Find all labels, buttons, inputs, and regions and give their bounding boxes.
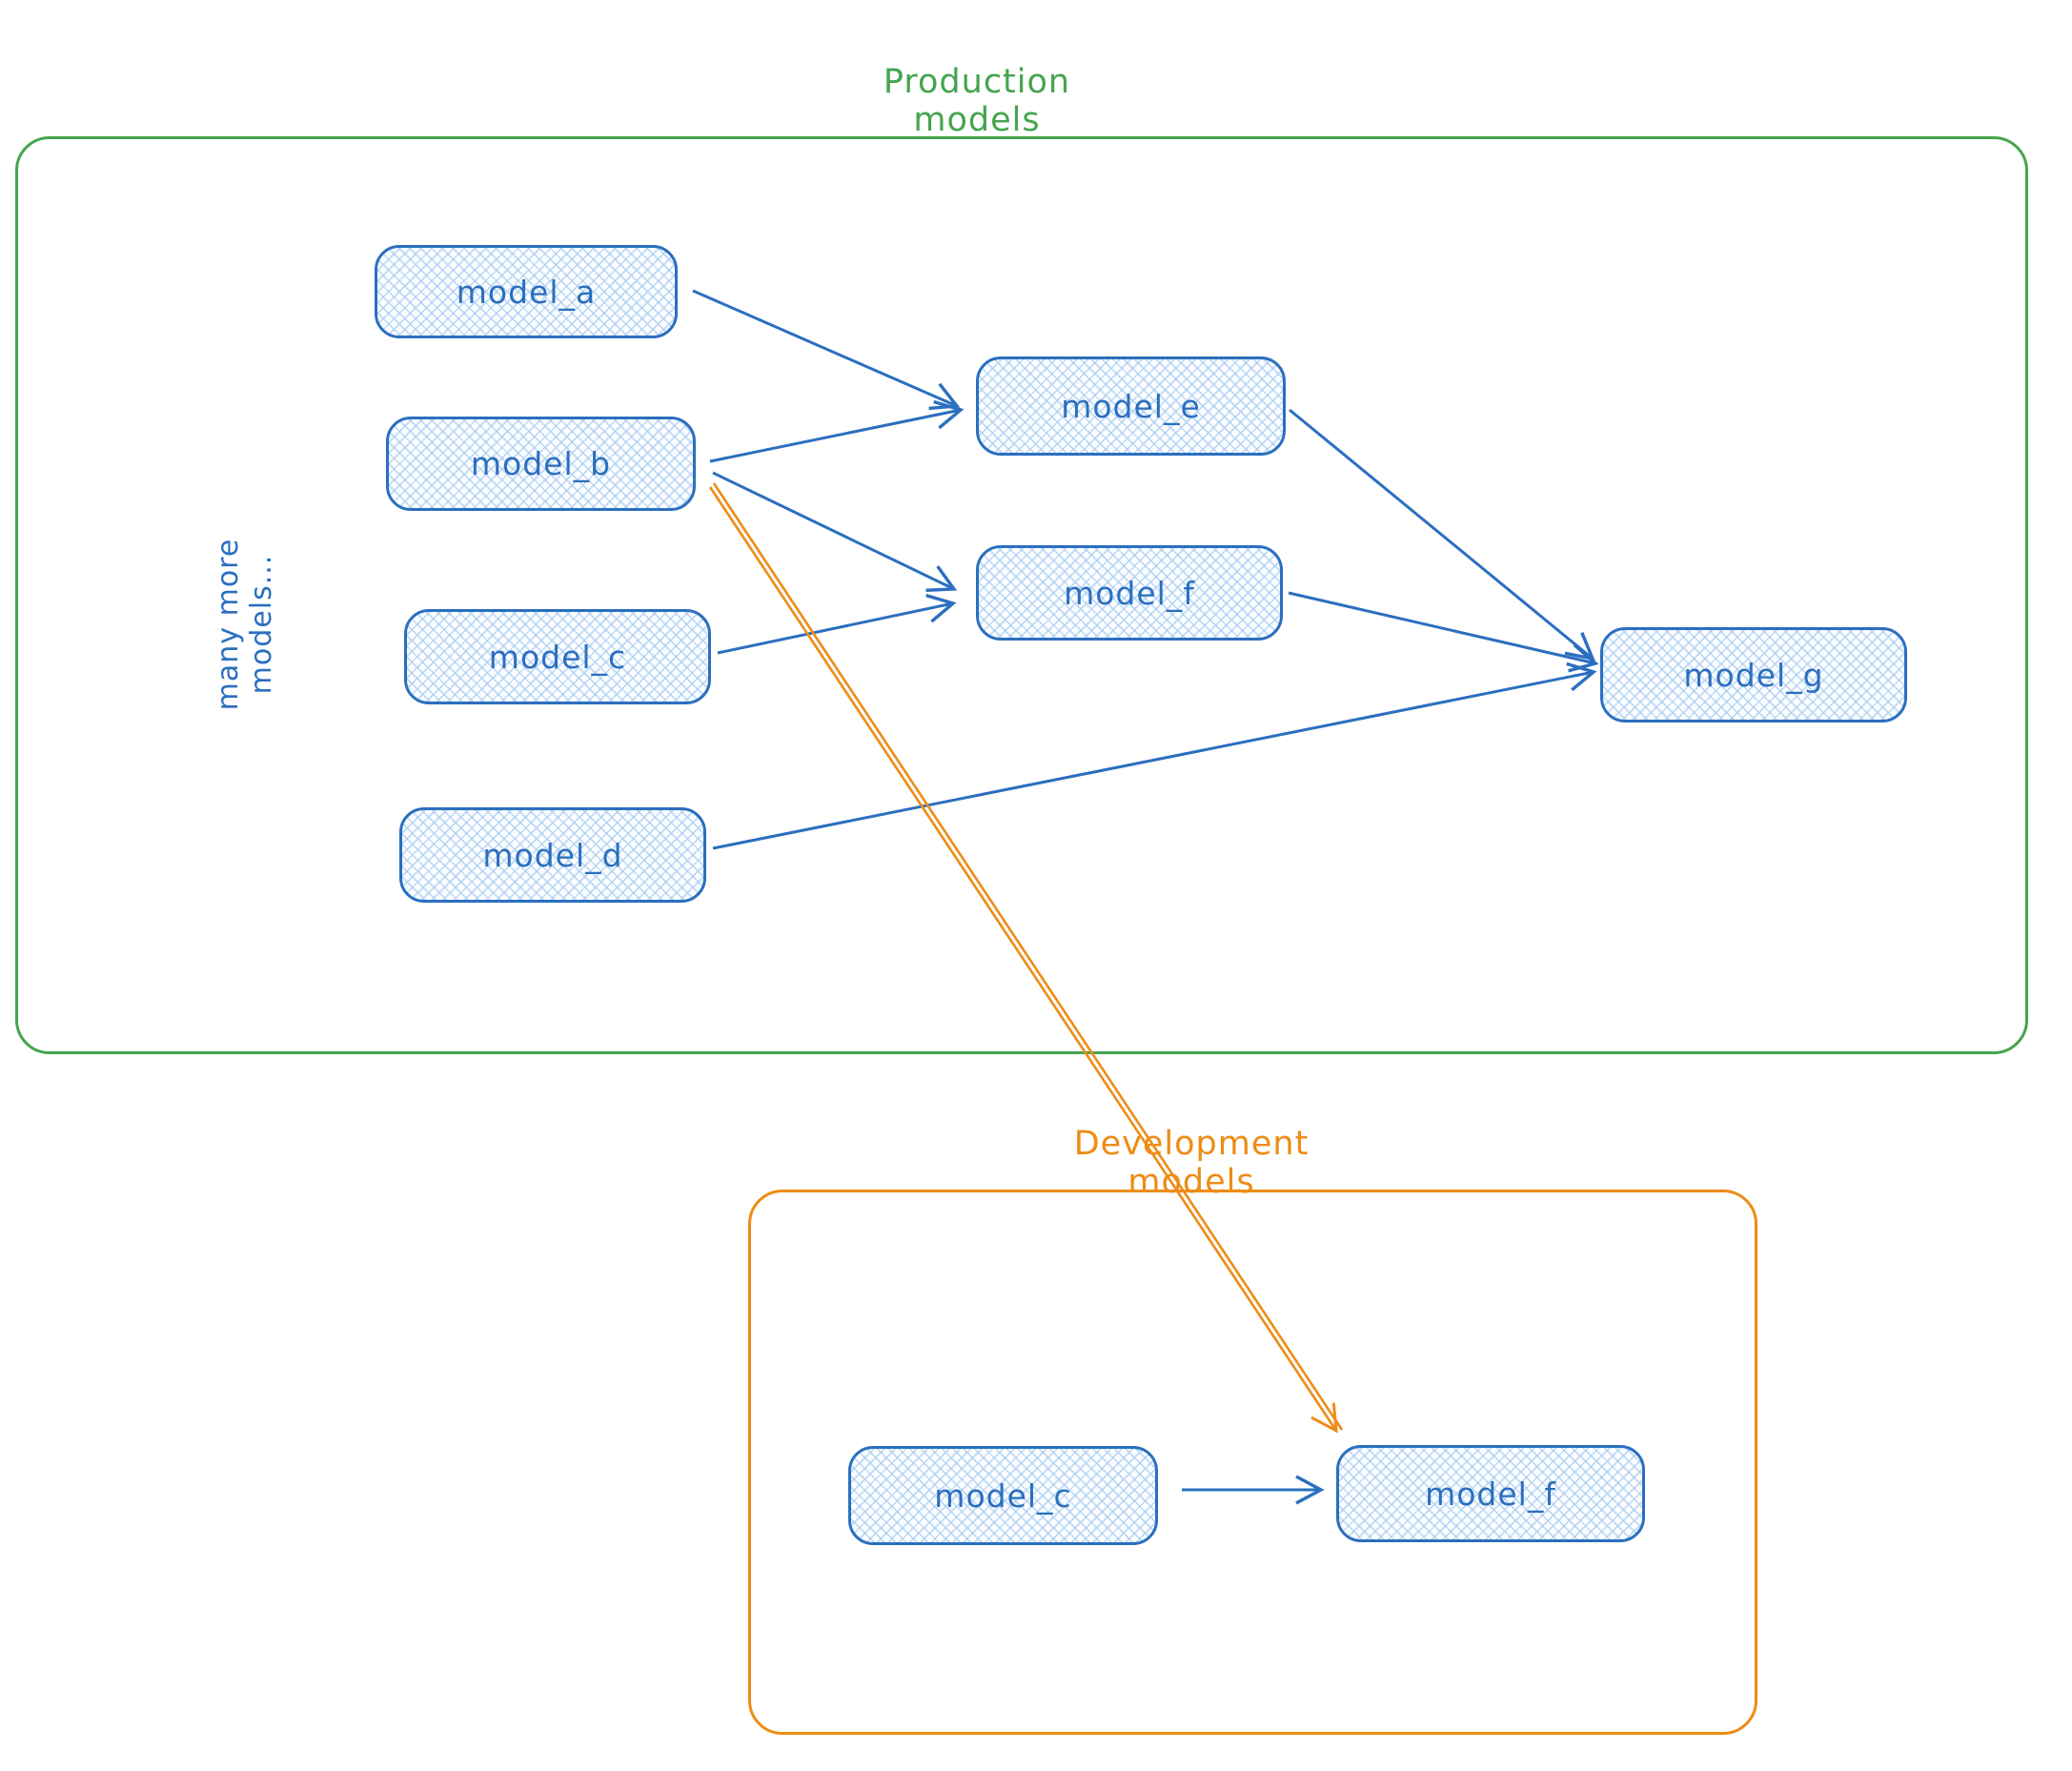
development-group-container xyxy=(748,1190,1757,1735)
node-model-a: model_a xyxy=(375,245,678,338)
node-model-e: model_e xyxy=(976,356,1286,456)
development-group-title: Development models xyxy=(1073,1125,1310,1201)
node-model-f: model_f xyxy=(976,545,1283,641)
production-group-title: Production models xyxy=(883,63,1071,139)
many-more-models-note: many more models... xyxy=(212,538,278,711)
node-model-b: model_b xyxy=(386,417,696,511)
node-model-g: model_g xyxy=(1600,627,1907,723)
node-dev-model-c: model_c xyxy=(848,1446,1158,1545)
node-dev-model-f: model_f xyxy=(1336,1445,1645,1542)
node-model-d: model_d xyxy=(399,807,706,903)
node-model-c: model_c xyxy=(404,609,711,704)
